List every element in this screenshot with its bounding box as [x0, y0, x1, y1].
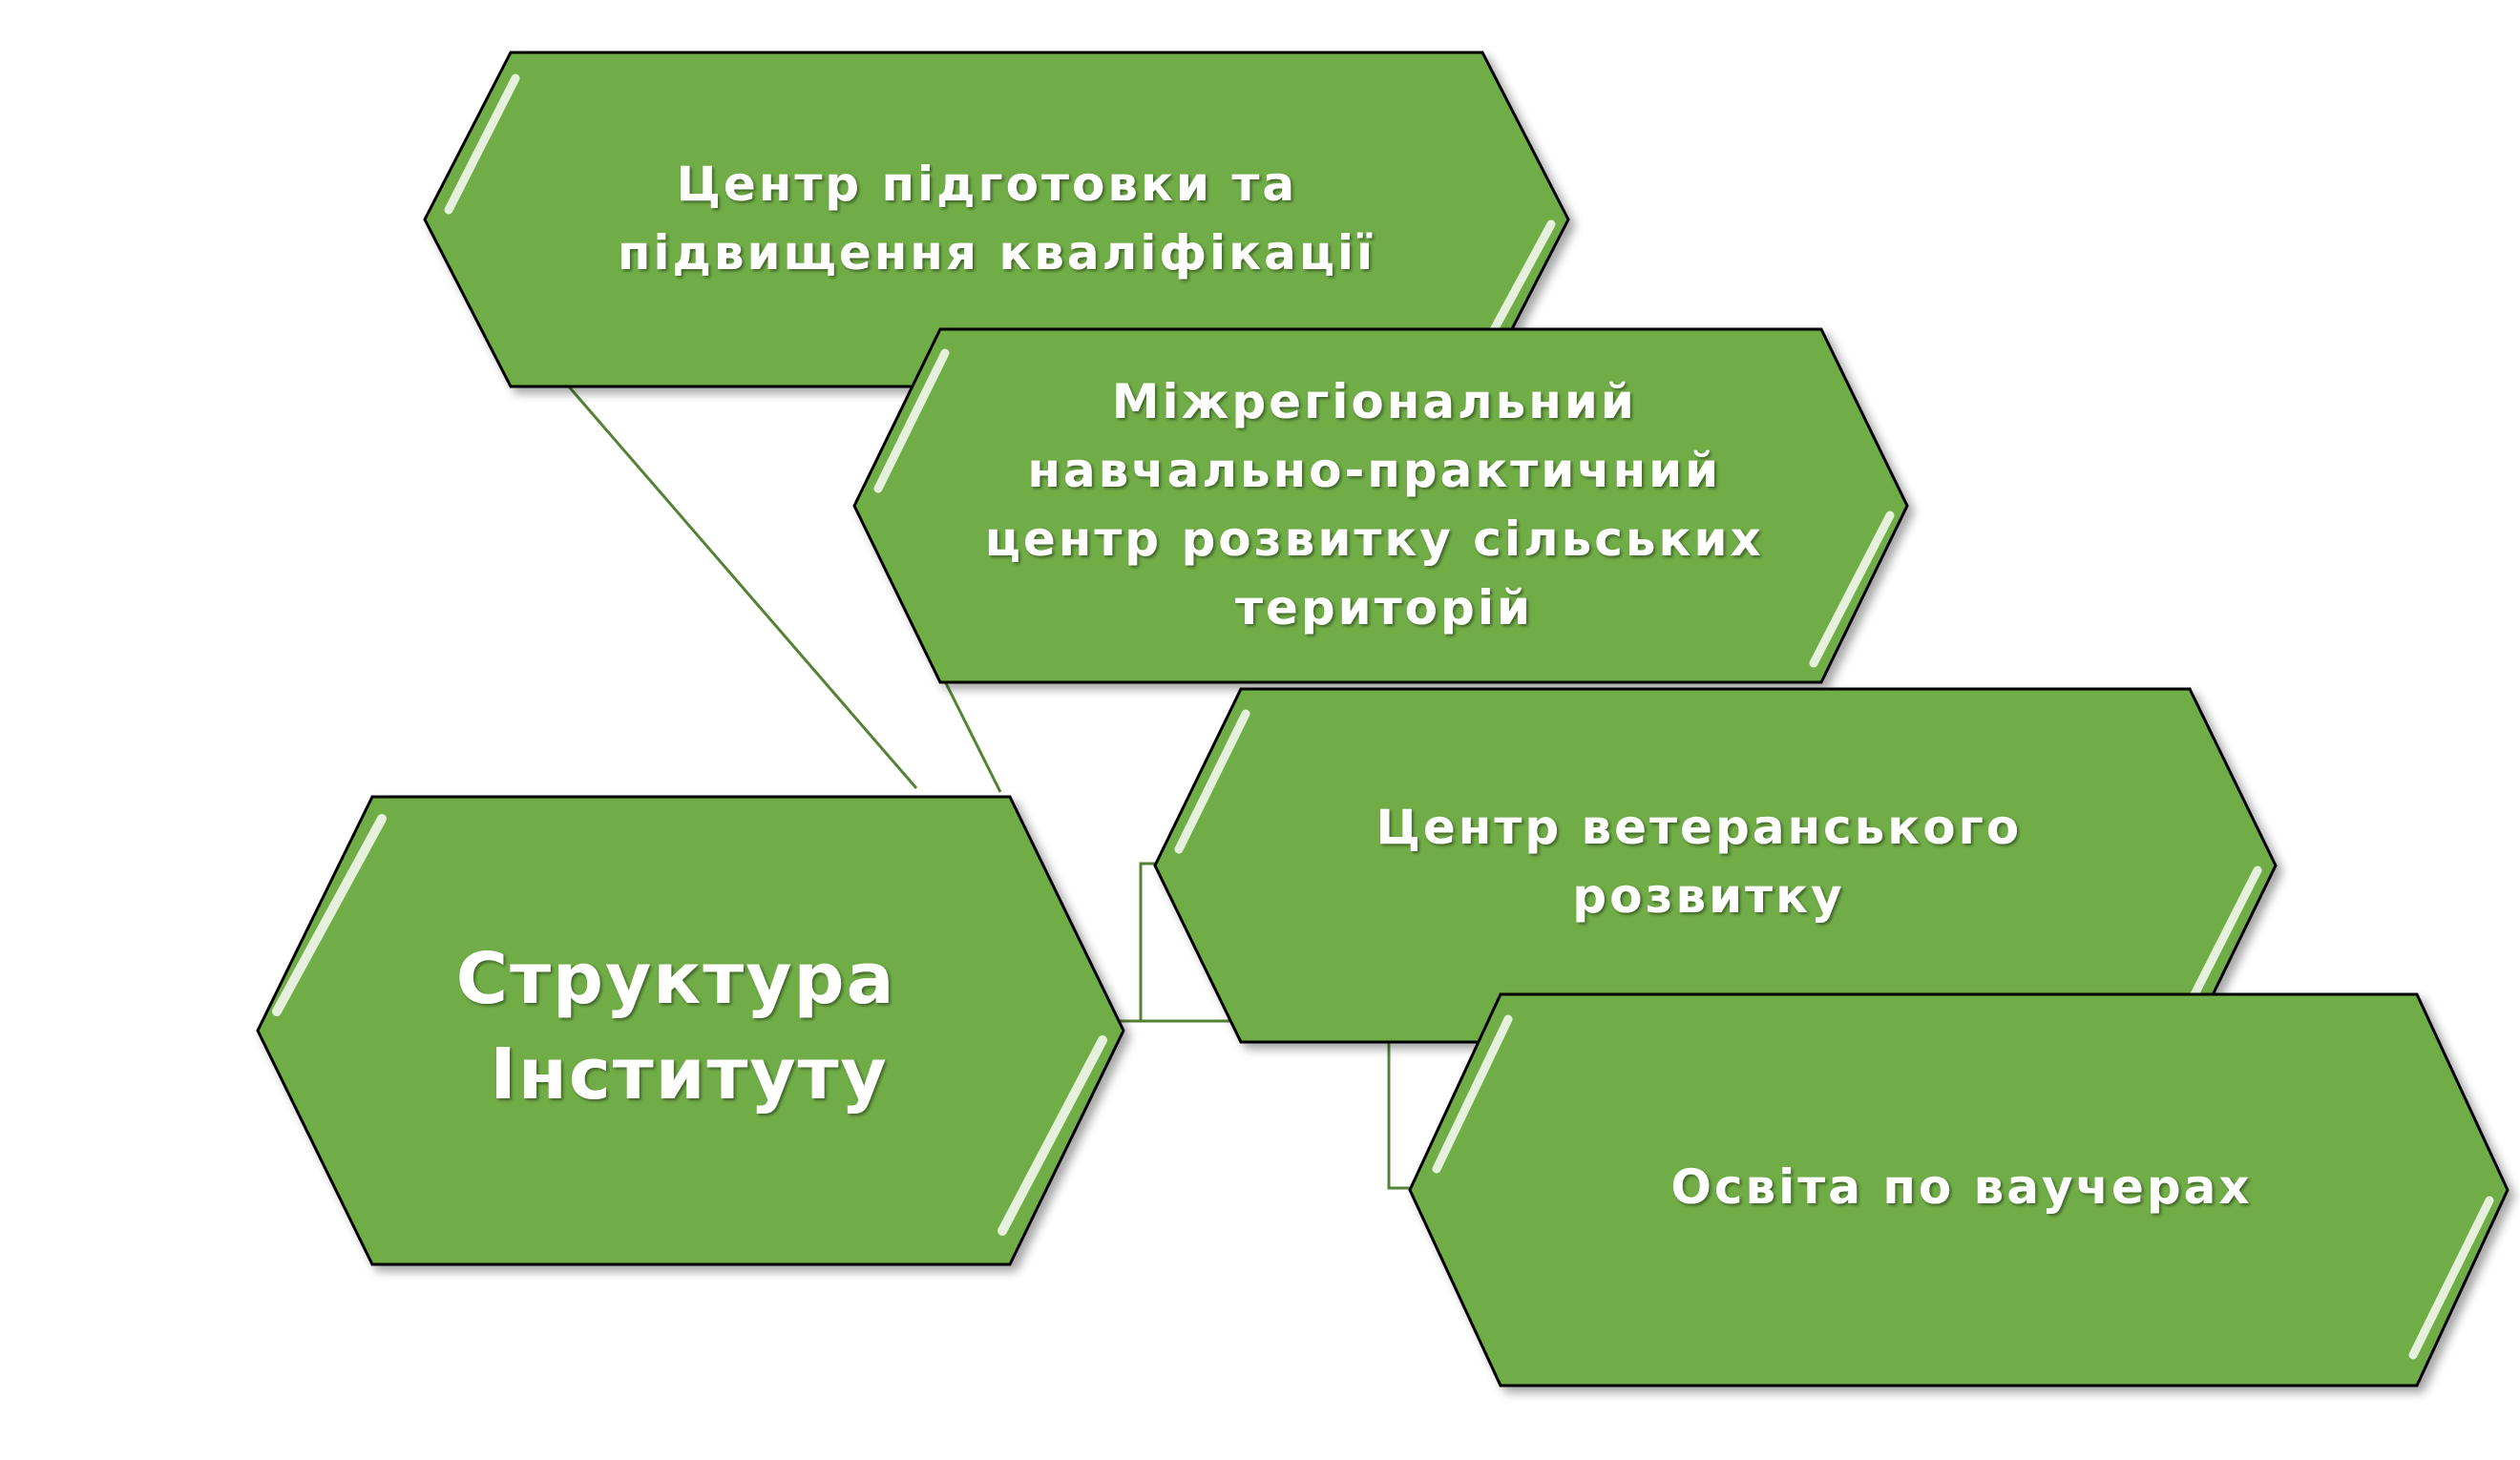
hexagon-shape — [852, 327, 1909, 684]
bevel-highlight-right — [2181, 866, 2262, 1016]
label-line: Центр підготовки та — [676, 156, 1297, 212]
node-root: Структура Інституту — [256, 795, 1125, 1266]
node-voucher-education: Освіта по ваучерах — [1408, 992, 2510, 1387]
node-veteran-center: Центр ветеранського розвитку — [1153, 687, 2278, 1044]
connector-root-to-training — [566, 385, 918, 789]
bevel-highlight-left — [1174, 709, 1250, 854]
bevel-highlight-right — [2408, 1196, 2494, 1360]
label-line: навчально-практичний — [1027, 443, 1721, 498]
label-line: центр розвитку сільських — [985, 511, 1764, 567]
label-line: підвищення кваліфікації — [618, 225, 1376, 281]
bevel-highlight-left — [1432, 1014, 1513, 1174]
label-line: Інституту — [490, 1033, 889, 1116]
label-line: розвитку — [1572, 868, 1844, 924]
hexagon-shape — [1408, 992, 2510, 1387]
connector-root-to-vouchers — [1117, 1019, 1437, 1190]
label-line: Міжрегіональний — [1112, 374, 1637, 429]
node-label: Міжрегіональний навчально-практичний цен… — [985, 374, 1783, 636]
label-line: Структура — [456, 938, 896, 1020]
bevel-highlight-left — [873, 348, 950, 493]
label-line: територій — [1235, 580, 1533, 636]
bevel-highlight-left — [444, 73, 520, 215]
label-line: Освіта по ваучерах — [1670, 1159, 2252, 1215]
node-label: Центр ветеранського розвитку — [1376, 800, 2042, 924]
label-line: Центр ветеранського — [1376, 800, 2023, 855]
connector-root-to-interregional — [943, 680, 1002, 793]
root-label: Структура Інституту — [456, 938, 922, 1116]
node-interregional-center: Міжрегіональний навчально-практичний цен… — [852, 327, 1909, 684]
node-training-center: Центр підготовки та підвищення кваліфіка… — [423, 51, 1570, 388]
bevel-highlight-right — [1484, 219, 1556, 344]
bevel-highlight-right — [998, 1035, 1107, 1236]
hexagon-shape — [256, 795, 1125, 1266]
bevel-highlight-right — [1809, 511, 1895, 668]
hexagon-shape — [1153, 687, 2278, 1044]
bevel-highlight-left — [272, 814, 387, 1016]
node-label: Освіта по ваучерах — [1670, 1159, 2252, 1215]
node-label: Центр підготовки та підвищення кваліфіка… — [618, 156, 1376, 281]
